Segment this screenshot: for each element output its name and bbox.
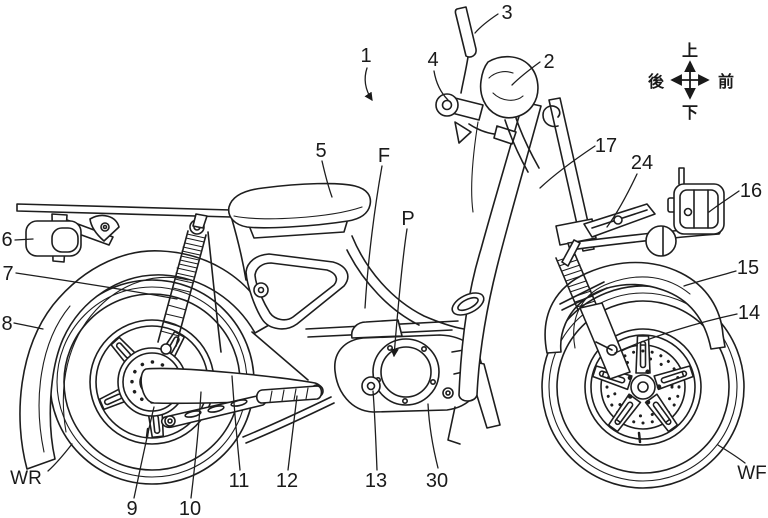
- orientation-compass: 上 下 後 前: [648, 41, 734, 122]
- ref-label-8: 8: [1, 313, 12, 335]
- leader-lines: [13, 13, 746, 499]
- ref-label-24: 24: [631, 152, 653, 174]
- compass-down-label: 下: [682, 103, 698, 122]
- ref-label-4: 4: [427, 49, 438, 71]
- ref-label-3: 3: [501, 2, 512, 24]
- ref-label-11: 11: [229, 470, 250, 492]
- ref-label-front-wheel: WF: [737, 463, 767, 484]
- taillight: [25, 220, 82, 257]
- front-fork: [542, 97, 631, 380]
- main-frame: [305, 235, 465, 338]
- ref-label-16: 16: [740, 180, 762, 202]
- side-cover: [207, 231, 349, 353]
- compass-up-label: 上: [682, 41, 698, 60]
- handlebar: [435, 55, 540, 213]
- ref-label-12: 12: [276, 470, 298, 492]
- ref-label-1: 1: [360, 45, 371, 67]
- ref-label-9: 9: [126, 498, 137, 518]
- ref-label-13: 13: [365, 470, 387, 492]
- compass-arrows-icon: [670, 60, 710, 100]
- ref-label-30: 30: [426, 470, 448, 492]
- leg-shield: [451, 101, 542, 402]
- footrest-bar: [242, 385, 335, 444]
- ref-label-2: 2: [543, 51, 554, 73]
- motorcycle-drawing: [16, 6, 745, 489]
- ref-label-7: 7: [2, 263, 13, 285]
- ref-label-17: 17: [595, 135, 617, 157]
- compass-rear-label: 後: [648, 72, 665, 91]
- ref-label-rear-wheel: WR: [10, 468, 42, 489]
- ref-label-frame: F: [378, 145, 390, 167]
- ref-label-10: 10: [179, 498, 201, 518]
- headlight: [645, 225, 677, 257]
- headlight-basket: [667, 167, 725, 235]
- ref-label-15: 15: [737, 257, 759, 279]
- seat: [227, 182, 372, 239]
- compass-front-label: 前: [718, 72, 734, 91]
- mirror: [454, 6, 477, 94]
- ref-label-14: 14: [738, 302, 760, 324]
- ref-label-5: 5: [315, 140, 326, 162]
- ref-label-power-unit: P: [401, 208, 414, 230]
- ref-label-6: 6: [1, 229, 12, 251]
